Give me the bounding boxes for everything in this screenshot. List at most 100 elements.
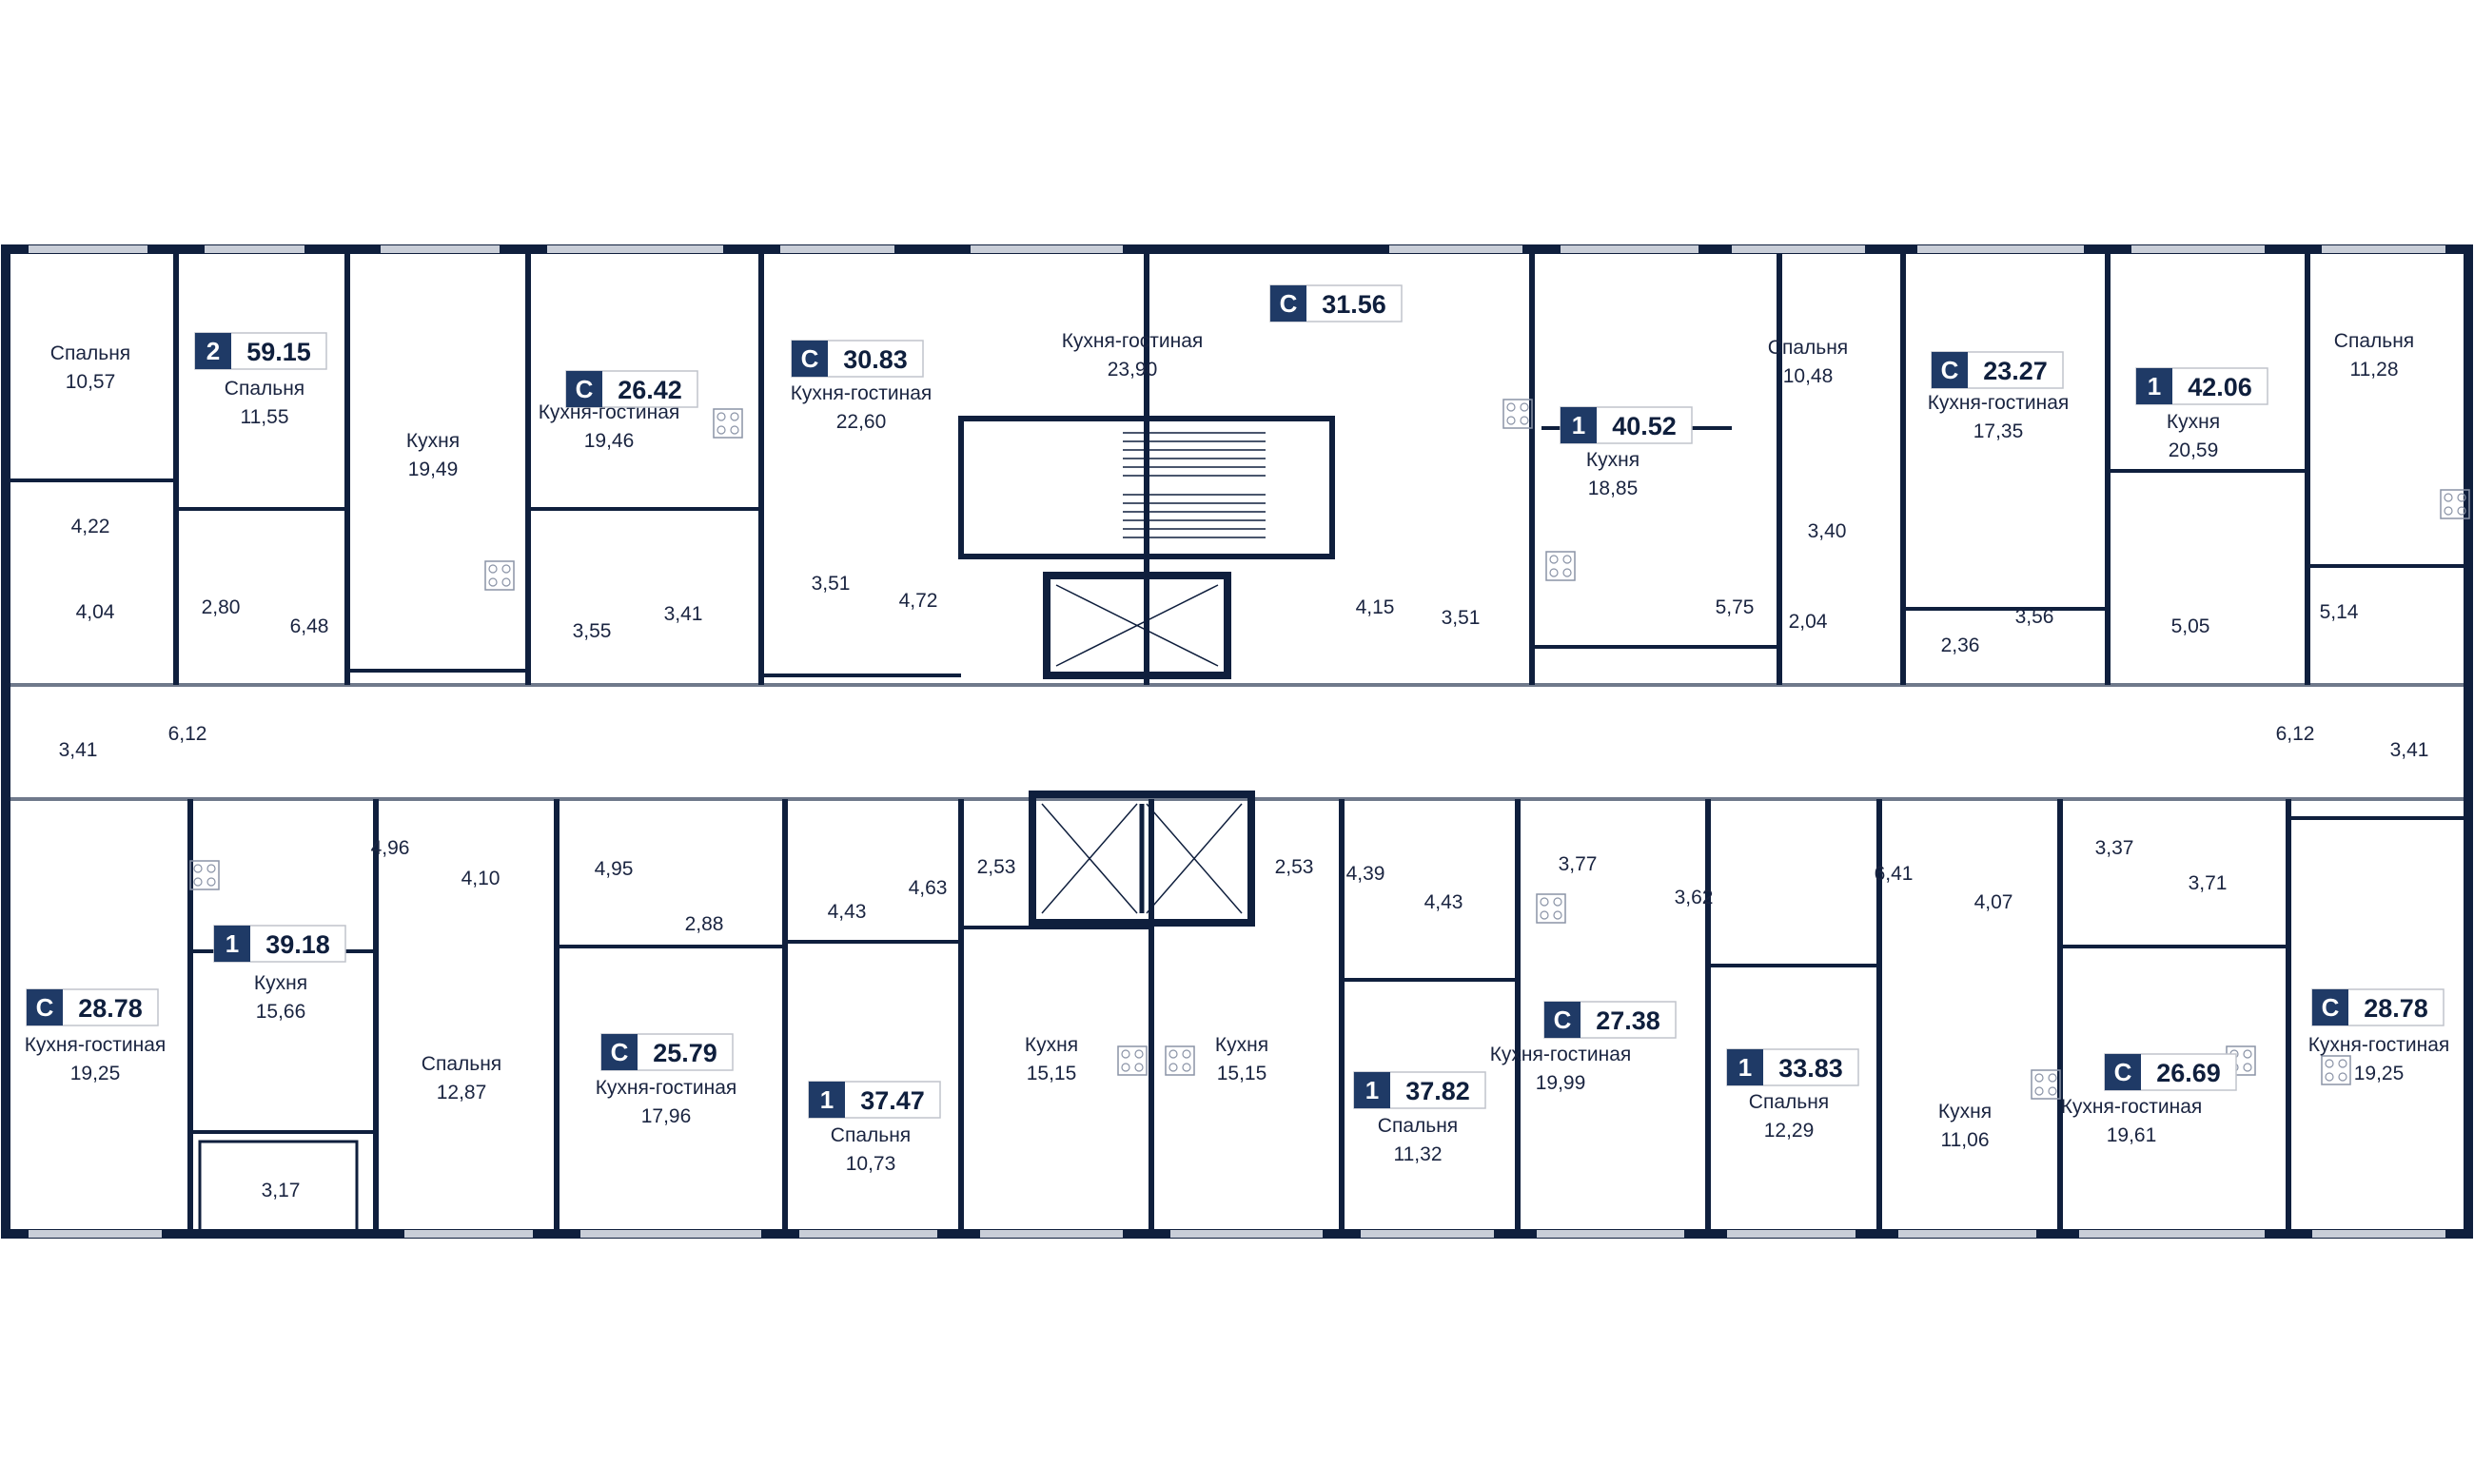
room-name: Кухня-гостиная xyxy=(596,1077,737,1099)
badge-type-box xyxy=(809,1082,845,1118)
room-name: Спальня xyxy=(831,1124,911,1146)
room-name: Кухня xyxy=(254,972,307,994)
window-top-9 xyxy=(1917,245,2084,253)
badge-type-box xyxy=(2312,989,2348,1025)
room-area: 19,99 xyxy=(1536,1072,1586,1094)
room-area-small: 3,51 xyxy=(812,573,851,595)
room-area-small: 3,62 xyxy=(1675,887,1714,908)
window-bottom-10 xyxy=(2079,1230,2265,1238)
apartment-area: 59.15 xyxy=(246,338,311,366)
window-top-7 xyxy=(1561,245,1698,253)
room-name: Спальня xyxy=(422,1053,501,1075)
room-name: Кухня-гостиная xyxy=(2308,1034,2450,1056)
room-name: Кухня-гостиная xyxy=(791,382,933,404)
room-name: Кухня-гостиная xyxy=(2061,1096,2203,1118)
room-area-small: 2,53 xyxy=(977,856,1016,878)
apartment-type: 1 xyxy=(2148,372,2161,400)
room-area-small: 4,10 xyxy=(461,868,501,889)
apartment-area: 27.38 xyxy=(1596,1006,1660,1035)
room-name: Кухня xyxy=(1938,1101,1992,1123)
room-area: 23,90 xyxy=(1108,359,1158,381)
stove-icon xyxy=(1536,893,1566,924)
room-name: Кухня-гостиная xyxy=(1928,392,2070,414)
room-area-small: 6,41 xyxy=(1875,863,1914,885)
room-area-small: 4,07 xyxy=(1974,891,2013,913)
apartment-type: С xyxy=(2114,1058,2132,1086)
room-area-small: 3,41 xyxy=(664,603,703,625)
apartment-type: 1 xyxy=(820,1085,834,1114)
apartment-area: 28.78 xyxy=(78,994,143,1023)
room-area-small: 6,12 xyxy=(168,723,207,745)
room-name: Кухня xyxy=(2167,411,2220,433)
elevator-cross-b-1 xyxy=(1041,803,1138,914)
window-top-5 xyxy=(971,245,1123,253)
room-area: 17,35 xyxy=(1973,420,2024,442)
walls xyxy=(1,244,2473,1239)
room-area-small: 2,36 xyxy=(1941,635,1980,656)
elevator-cross-b-2 xyxy=(1146,803,1243,914)
room-area: 19,46 xyxy=(584,430,635,452)
stove-icon xyxy=(1165,1045,1195,1076)
stove-icon xyxy=(1545,551,1576,581)
room-area-small: 5,14 xyxy=(2320,601,2359,623)
window-top-0 xyxy=(29,245,147,253)
apartment-type: 2 xyxy=(206,337,220,365)
room-area-small: 4,22 xyxy=(71,516,110,537)
room-area: 19,49 xyxy=(408,459,459,480)
room-area-small: 3,41 xyxy=(2390,739,2429,761)
stove-icon xyxy=(713,408,743,439)
room-area-small: 2,80 xyxy=(202,596,241,618)
stove-icon xyxy=(1117,1045,1148,1076)
room-area-small: 4,63 xyxy=(909,877,948,899)
badge-type-box xyxy=(1270,285,1306,322)
room-name: Кухня-гостиная xyxy=(1490,1044,1632,1065)
badge-type-box xyxy=(2105,1054,2141,1090)
elevator-upper xyxy=(1043,572,1231,679)
window-bottom-7 xyxy=(1537,1230,1684,1238)
apartment-area: 26.42 xyxy=(618,376,682,404)
room-area-small: 5,75 xyxy=(1716,596,1755,618)
window-bottom-0 xyxy=(29,1230,162,1238)
room-area-small: 3,55 xyxy=(573,620,612,642)
apartment-type: С xyxy=(611,1038,629,1066)
room-area: 12,87 xyxy=(437,1082,487,1103)
room-area-small: 6,12 xyxy=(2276,723,2315,745)
badge-type-box xyxy=(792,341,828,377)
apartment-type: 1 xyxy=(1738,1053,1752,1082)
window-bottom-9 xyxy=(1898,1230,2036,1238)
stove-icon xyxy=(2440,489,2470,519)
window-top-2 xyxy=(381,245,500,253)
room-area-small: 4,43 xyxy=(1424,891,1463,913)
window-bottom-8 xyxy=(1727,1230,1856,1238)
room-area: 11,55 xyxy=(241,406,289,428)
badge-type-box xyxy=(195,333,231,369)
stair-core xyxy=(958,416,1335,559)
room-area: 15,66 xyxy=(256,1001,306,1023)
room-area-small: 3,40 xyxy=(1808,520,1847,542)
apartment-type: С xyxy=(576,375,594,403)
apartment-type: С xyxy=(1941,356,1959,384)
apartment-type: 1 xyxy=(1365,1076,1379,1104)
room-name: Спальня xyxy=(50,342,130,364)
room-area: 11,28 xyxy=(2350,359,2399,381)
apartment-type: С xyxy=(2322,993,2340,1022)
room-area-small: 4,96 xyxy=(371,837,410,859)
stove-icon xyxy=(189,860,220,890)
room-area: 20,59 xyxy=(2169,439,2219,461)
room-area-small: 3,17 xyxy=(262,1180,301,1201)
apartment-area: 37.47 xyxy=(860,1086,925,1115)
window-top-1 xyxy=(205,245,304,253)
apartment-type: 1 xyxy=(1572,411,1585,439)
badge-type-box xyxy=(27,989,63,1025)
room-area-small: 3,51 xyxy=(1442,607,1481,629)
window-bottom-6 xyxy=(1361,1230,1494,1238)
stove-icon xyxy=(2031,1069,2061,1100)
